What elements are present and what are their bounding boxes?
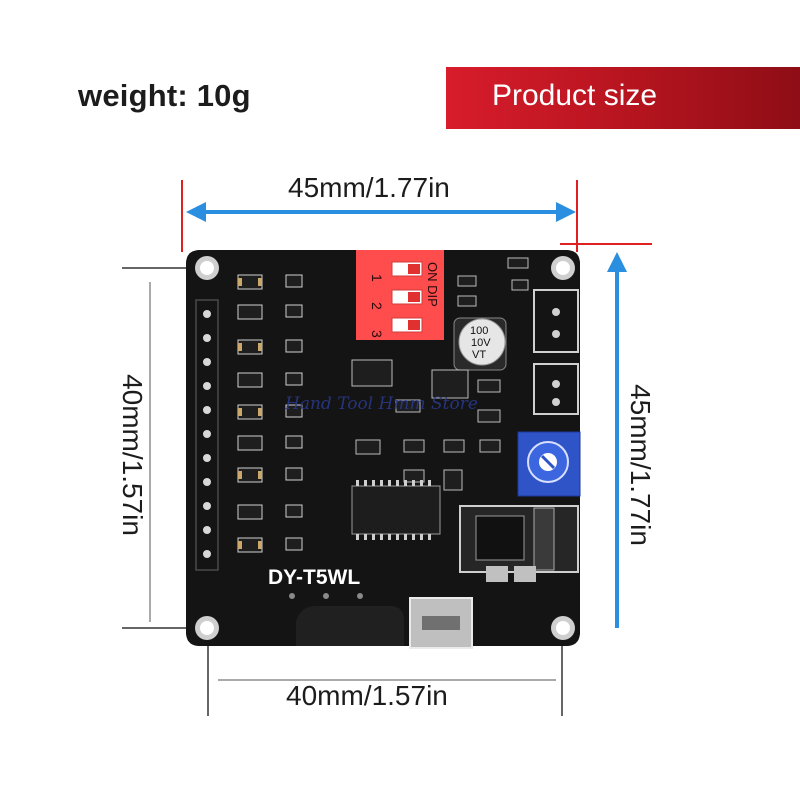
svg-text:ON DIP: ON DIP (425, 262, 440, 307)
svg-text:VT: VT (472, 349, 486, 361)
watermark-text: Hand Tool Hmm Store (285, 394, 478, 414)
weight-label: weight: 10g (78, 78, 251, 113)
svg-text:3: 3 (369, 330, 385, 338)
width-dimension-bottom: 40mm/1.57in (286, 680, 448, 711)
audio-jack (459, 505, 579, 582)
svg-text:2: 2 (369, 302, 385, 310)
potentiometer (517, 431, 581, 497)
svg-text:100: 100 (470, 325, 488, 337)
terminal-blocks (533, 289, 579, 415)
micro-usb-port (409, 597, 473, 649)
svg-text:10V: 10V (471, 337, 491, 349)
mounting-holes (195, 256, 575, 640)
height-dimension-right: 45mm/1.77in (625, 384, 656, 546)
dip-switch: 1 2 3 ON DIP (356, 250, 444, 340)
product-size-banner: Product size (446, 67, 800, 129)
main-ic (351, 480, 441, 540)
width-dimension-top: 45mm/1.77in (288, 172, 450, 203)
height-dimension-left: 40mm/1.57in (117, 374, 148, 536)
model-label: DY-T5WL (268, 566, 360, 589)
banner-title: Product size (492, 79, 658, 112)
header-pins (203, 310, 211, 558)
capacitor: 100 10V VT (453, 317, 507, 371)
svg-text:1: 1 (369, 274, 385, 282)
